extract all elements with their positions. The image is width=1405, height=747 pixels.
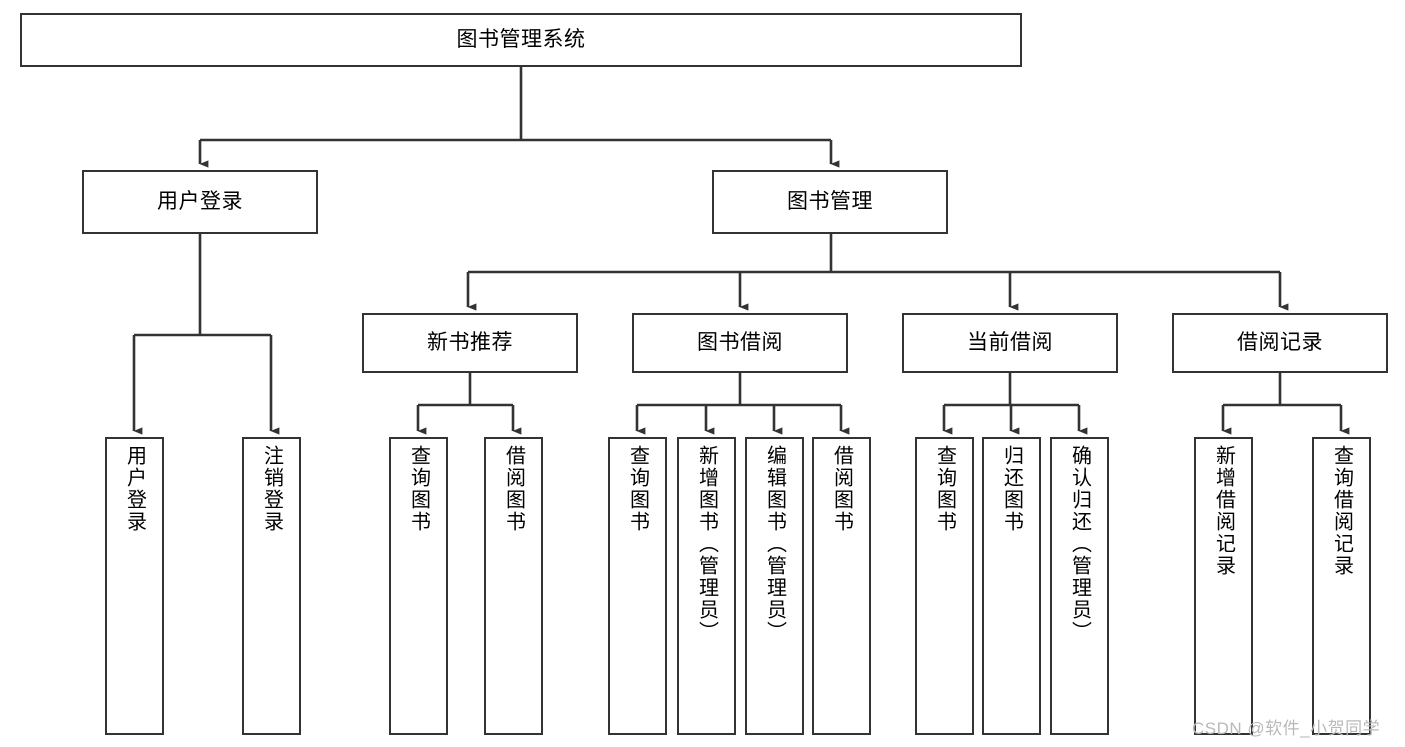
node-label: 查询图书 [626, 445, 649, 533]
node-borrow-record[interactable]: 借阅记录 [1172, 313, 1388, 373]
node-leaf-borrow-book[interactable]: 借阅图书 [812, 437, 871, 735]
node-label: 新增借阅记录 [1212, 445, 1235, 577]
csdn-watermark: CSDN @软件_小贺同学 [1192, 719, 1381, 738]
node-root-book-management-system[interactable]: 图书管理系统 [20, 13, 1022, 67]
node-label: 图书管理系统 [456, 28, 586, 52]
node-leaf-query-borrow-record[interactable]: 查询借阅记录 [1312, 437, 1371, 735]
node-book-management[interactable]: 图书管理 [712, 170, 948, 234]
node-label: 用户登录 [157, 190, 243, 214]
node-leaf-edit-book-admin[interactable]: 编辑图书（管理员） [745, 437, 804, 735]
node-new-book-recommend[interactable]: 新书推荐 [362, 313, 578, 373]
node-label: 编辑图书（管理员） [763, 445, 786, 643]
node-label: 图书管理 [787, 190, 873, 214]
node-label: 借阅图书 [830, 445, 853, 533]
node-label: 确认归还（管理员） [1068, 445, 1091, 643]
node-label: 当前借阅 [967, 331, 1053, 355]
node-label: 查询图书 [933, 445, 956, 533]
node-label: 查询图书 [407, 445, 430, 533]
node-label: 借阅记录 [1237, 331, 1323, 355]
node-label: 新书推荐 [427, 331, 513, 355]
node-label: 归还图书 [1000, 445, 1023, 533]
node-label: 图书借阅 [697, 331, 783, 355]
node-current-borrow[interactable]: 当前借阅 [902, 313, 1118, 373]
node-user-login[interactable]: 用户登录 [82, 170, 318, 234]
node-leaf-borrow-book-recommend[interactable]: 借阅图书 [484, 437, 543, 735]
node-leaf-user-login[interactable]: 用户登录 [105, 437, 164, 735]
node-leaf-query-book-current[interactable]: 查询图书 [915, 437, 974, 735]
node-leaf-query-book-borrow[interactable]: 查询图书 [608, 437, 667, 735]
node-label: 借阅图书 [502, 445, 525, 533]
node-leaf-confirm-return-admin[interactable]: 确认归还（管理员） [1050, 437, 1109, 735]
node-book-borrow[interactable]: 图书借阅 [632, 313, 848, 373]
node-leaf-logout[interactable]: 注销登录 [242, 437, 301, 735]
node-label: 用户登录 [123, 445, 146, 533]
node-leaf-return-book[interactable]: 归还图书 [982, 437, 1041, 735]
node-label: 注销登录 [260, 445, 283, 533]
node-leaf-add-book-admin[interactable]: 新增图书（管理员） [677, 437, 736, 735]
node-leaf-query-book-recommend[interactable]: 查询图书 [389, 437, 448, 735]
node-label: 新增图书（管理员） [695, 445, 718, 643]
node-leaf-add-borrow-record[interactable]: 新增借阅记录 [1194, 437, 1253, 735]
node-label: 查询借阅记录 [1330, 445, 1353, 577]
